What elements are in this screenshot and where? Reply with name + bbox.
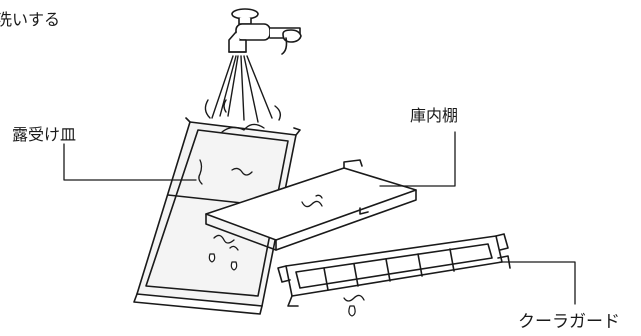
shelf	[205, 159, 417, 251]
shelf-leader	[379, 131, 456, 187]
cooler-guard-leader	[499, 261, 576, 305]
water-drop-icon	[348, 305, 356, 317]
page-heading: 洗いする	[0, 10, 61, 29]
water-stream	[204, 55, 282, 123]
cooler-guard-label: クーラガード	[518, 312, 620, 332]
cooler-guard	[277, 233, 511, 317]
drip-tray-label: 露受け皿	[12, 125, 77, 144]
drip-tray-leader	[63, 143, 197, 181]
faucet-icon	[228, 8, 302, 55]
shelf-label: 庫内棚	[410, 106, 459, 125]
leader-lines	[63, 131, 576, 305]
